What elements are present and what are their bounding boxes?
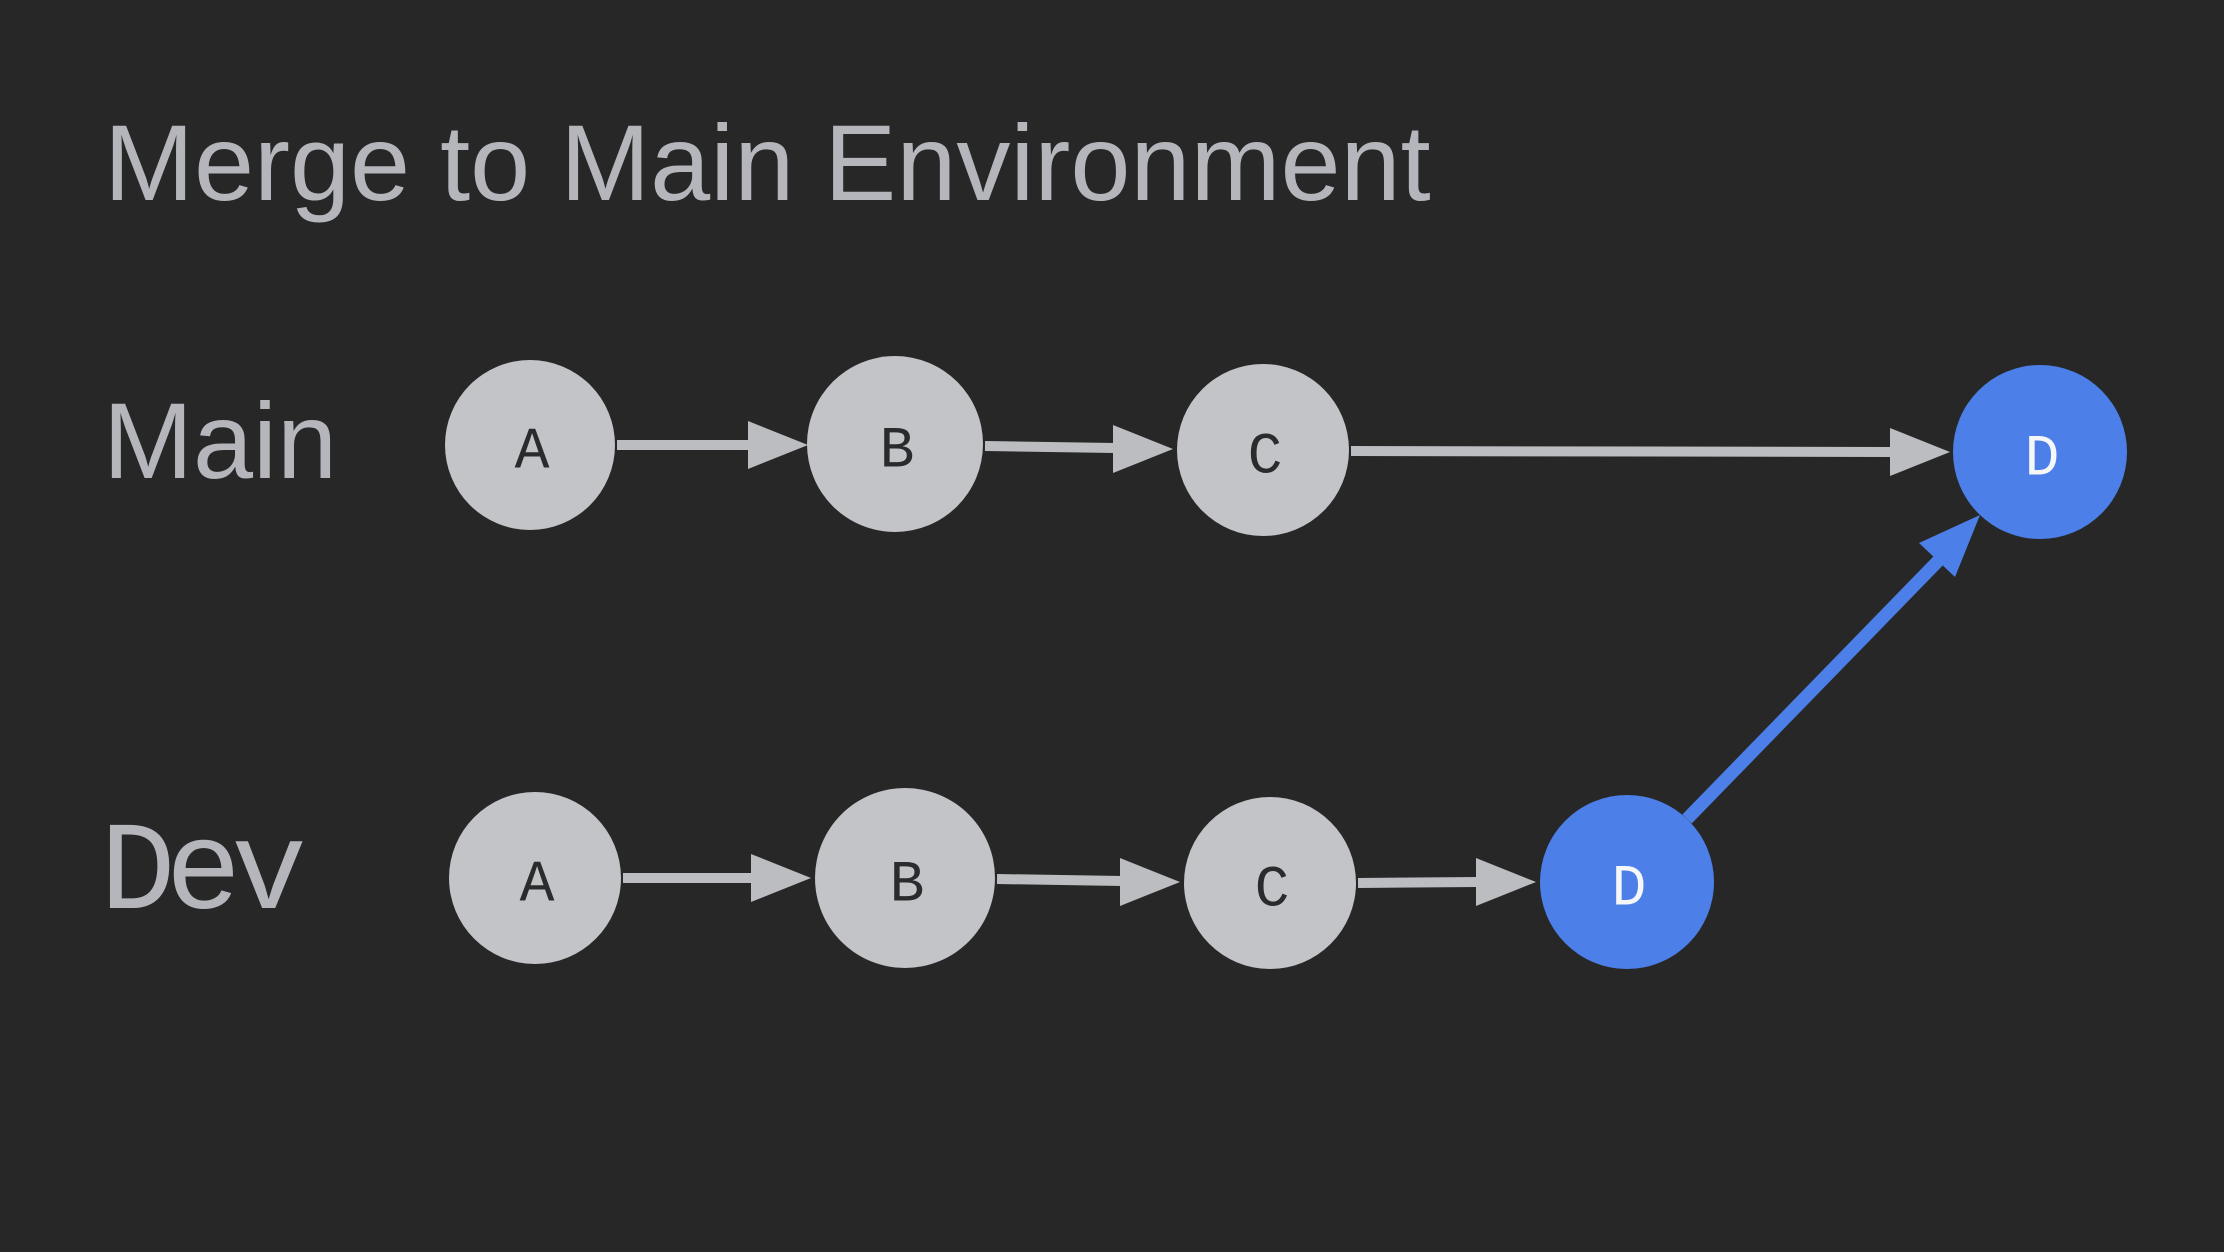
arrowhead-icon [1890, 428, 1950, 476]
merge-arrow-shaft [1682, 553, 1946, 824]
commit-label: B [880, 419, 915, 484]
merge-arrow [1682, 515, 1980, 824]
commit-label: C [1248, 425, 1283, 490]
edge-dev-b-c [996, 858, 1180, 906]
branch-label-main: Main [103, 380, 338, 501]
arrowhead-icon [748, 421, 808, 469]
commit-circle [445, 360, 615, 530]
page-title: Merge to Main Environment [104, 102, 1431, 223]
commit-node-main-a: A [445, 360, 615, 530]
commit-circle [1177, 364, 1349, 536]
commit-circle [807, 356, 983, 532]
commit-circle [815, 788, 995, 968]
commit-label: B [890, 853, 925, 918]
arrowhead-icon [1120, 858, 1180, 906]
edge-main-c-d [1350, 428, 1950, 476]
commit-node-main-c: C [1177, 364, 1349, 536]
commit-node-main-b: B [807, 356, 983, 532]
merge-arrowhead-icon [1919, 515, 1980, 577]
commit-label: A [520, 853, 555, 918]
commit-node-dev-d: D [1540, 795, 1714, 969]
edge-dev-c-d [1357, 858, 1536, 906]
arrowhead-icon [751, 854, 811, 902]
edge-shaft [1350, 446, 1893, 457]
commit-node-dev-b: B [815, 788, 995, 968]
arrowhead-icon [1113, 425, 1173, 473]
commit-node-dev-c: C [1184, 797, 1356, 969]
edge-dev-a-b [623, 854, 811, 902]
edge-shaft [984, 441, 1116, 453]
commit-label: C [1255, 858, 1290, 923]
commit-node-main-d: D [1953, 365, 2127, 539]
branch-label-dev: Dev [100, 803, 307, 946]
arrowhead-icon [1476, 858, 1536, 906]
commit-label: D [1612, 857, 1647, 922]
commit-label: A [515, 420, 550, 485]
commit-circle [1184, 797, 1356, 969]
edge-shaft [996, 874, 1123, 886]
commit-label: D [2025, 427, 2060, 492]
edge-shaft [1357, 877, 1479, 888]
commit-node-dev-a: A [449, 792, 621, 964]
commit-circle-highlighted [1540, 795, 1714, 969]
edge-main-b-c [984, 425, 1173, 473]
commit-circle-highlighted [1953, 365, 2127, 539]
edge-main-a-b [617, 421, 808, 469]
commit-circle [449, 792, 621, 964]
